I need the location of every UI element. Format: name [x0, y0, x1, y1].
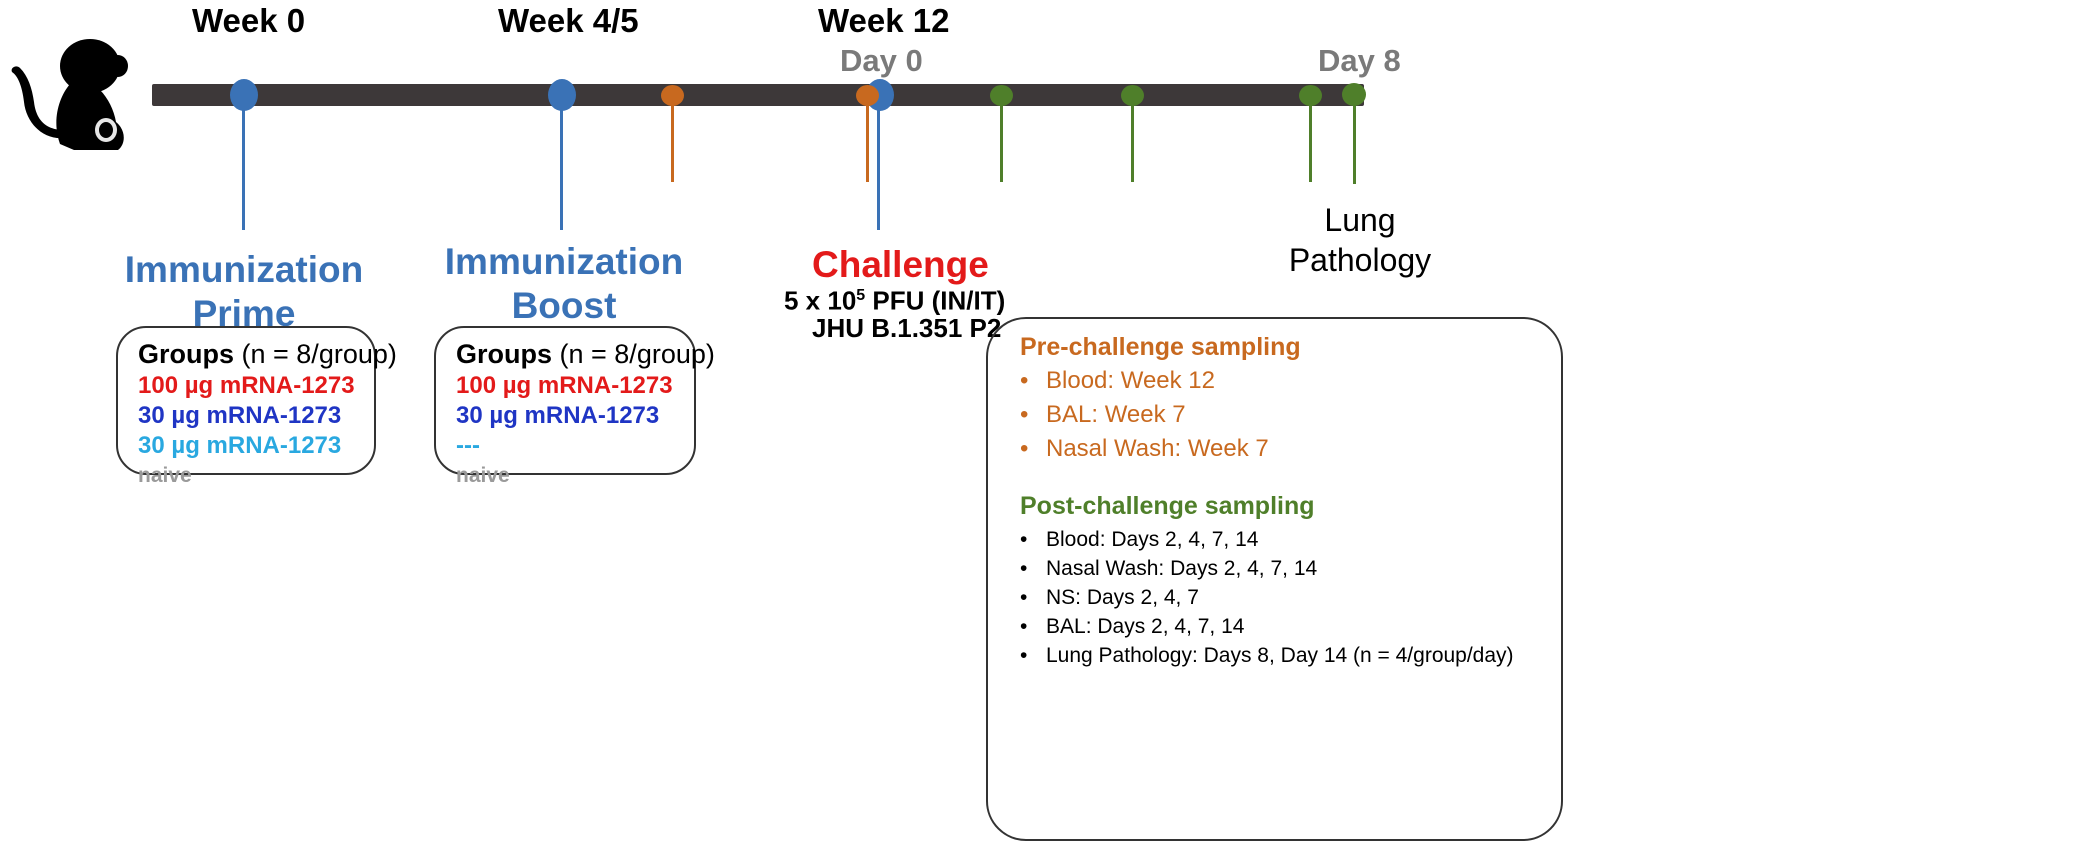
- pre-challenge-sampling-list: Blood: Week 12 BAL: Week 7 Nasal Wash: W…: [1020, 364, 1561, 466]
- boost-group-1: 100 µg mRNA-1273: [456, 372, 673, 399]
- lung-pathology-line1: Lung: [1324, 202, 1396, 238]
- boost-title: Immunization Boost: [432, 240, 696, 328]
- challenge-dose-prefix: 5 x 10: [784, 285, 857, 316]
- prime-marker-line: [242, 96, 245, 230]
- pre-challenge-sampling-title: Pre-challenge sampling: [1020, 333, 1301, 361]
- timeline-bar: [152, 84, 1364, 106]
- post-sampling-item: Blood: Days 2, 4, 7, 14: [1020, 525, 1561, 554]
- post-sampling-item: NS: Days 2, 4, 7: [1020, 583, 1561, 612]
- challenge-title: Challenge: [812, 244, 989, 285]
- day-0-label: Day 0: [840, 43, 923, 78]
- pre-sampling-item: Nasal Wash: Week 7: [1020, 432, 1561, 466]
- week-4-5-label: Week 4/5: [498, 2, 639, 39]
- prime-group-3: 30 µg mRNA-1273: [138, 432, 342, 459]
- boost-marker-line: [560, 96, 563, 230]
- lung-pathology-line2: Pathology: [1288, 242, 1432, 278]
- pre-sampling-item: BAL: Week 7: [1020, 398, 1561, 432]
- post-sampling-item: BAL: Days 2, 4, 7, 14: [1020, 612, 1561, 641]
- boost-groups-note: (n = 8/group): [552, 339, 715, 369]
- prime-title-line1: Immunization: [124, 249, 364, 290]
- day-8-label: Day 8: [1318, 43, 1401, 78]
- post-challenge-sampling-list: Blood: Days 2, 4, 7, 14 Nasal Wash: Days…: [1020, 525, 1561, 670]
- boost-groups-label: Groups: [456, 339, 553, 369]
- lung-pathology-marker-dot: [1342, 83, 1366, 106]
- week-12-label: Week 12: [818, 2, 950, 39]
- boost-marker-dot: [548, 79, 576, 111]
- challenge-dose-suffix: PFU (IN/IT): [865, 285, 1006, 316]
- lung-pathology-marker-line: [1353, 98, 1356, 184]
- boost-title-line2: Boost: [511, 285, 617, 326]
- prime-groups-note: (n = 8/group): [234, 339, 397, 369]
- post-challenge-sampling-title: Post-challenge sampling: [1020, 492, 1315, 520]
- post-sampling-marker-dot: [1299, 85, 1322, 106]
- pre-sampling-item: Blood: Week 12: [1020, 364, 1561, 398]
- post-sampling-marker-line: [1131, 98, 1134, 182]
- prime-group-1: 100 µg mRNA-1273: [138, 372, 355, 399]
- challenge-strain: JHU B.1.351 P2: [812, 313, 1002, 343]
- post-sampling-marker-line: [1309, 98, 1312, 182]
- boost-group-2: 30 µg mRNA-1273: [456, 402, 660, 429]
- pre-sampling-marker-dot: [856, 85, 879, 106]
- post-sampling-marker-dot: [1121, 85, 1144, 106]
- boost-groups-title: Groups (n = 8/group): [456, 337, 715, 371]
- post-sampling-item: Lung Pathology: Days 8, Day 14 (n = 4/gr…: [1020, 641, 1561, 670]
- boost-group-4: naive: [456, 464, 510, 487]
- prime-groups-box: Groups (n = 8/group) 100 µg mRNA-1273 30…: [116, 326, 397, 487]
- prime-groups-title: Groups (n = 8/group): [138, 337, 397, 371]
- prime-marker-dot: [230, 79, 258, 111]
- prime-title: Immunization Prime: [112, 248, 376, 336]
- post-sampling-item: Nasal Wash: Days 2, 4, 7, 14: [1020, 554, 1561, 583]
- challenge-marker-line: [877, 96, 880, 230]
- post-sampling-marker-dot: [990, 85, 1013, 106]
- challenge-dose: 5 x 105 PFU (IN/IT): [784, 280, 1005, 317]
- pre-sampling-marker-dot: [661, 85, 684, 106]
- prime-groups-label: Groups: [138, 339, 235, 369]
- challenge-dose-exponent: 5: [856, 287, 866, 304]
- monkey-icon: [11, 39, 128, 150]
- boost-groups-box: Groups (n = 8/group) 100 µg mRNA-1273 30…: [434, 326, 715, 487]
- sampling-box: Pre-challenge sampling Blood: Week 12 BA…: [986, 317, 1563, 841]
- week-0-label: Week 0: [192, 2, 306, 39]
- boost-title-line1: Immunization: [444, 241, 684, 282]
- lung-pathology-label: Lung Pathology: [1270, 200, 1450, 280]
- boost-group-3: ---: [456, 432, 480, 459]
- prime-group-4: naive: [138, 464, 192, 487]
- post-sampling-marker-line: [1000, 98, 1003, 182]
- prime-group-2: 30 µg mRNA-1273: [138, 402, 342, 429]
- pre-sampling-marker-line: [671, 98, 674, 182]
- pre-sampling-marker-line: [866, 98, 869, 182]
